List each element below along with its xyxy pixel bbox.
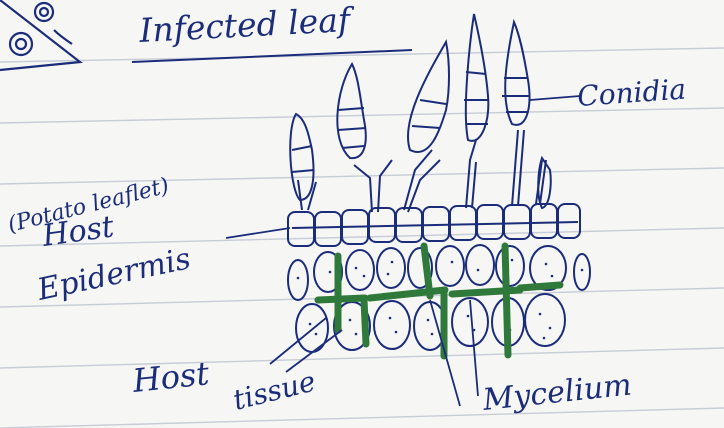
conidiophores: [298, 130, 546, 212]
epidermis-cells: [288, 204, 580, 246]
partial-sketch-top-left: [0, 0, 80, 70]
conidia-label: Conidia: [576, 72, 687, 113]
leader-lines: [226, 96, 580, 406]
host-tissue-label-line2: tissue: [230, 365, 319, 417]
host-tissue-label-line1: Host: [130, 354, 211, 400]
title-label: Infected leaf: [137, 0, 356, 50]
title-underline: [132, 50, 412, 62]
